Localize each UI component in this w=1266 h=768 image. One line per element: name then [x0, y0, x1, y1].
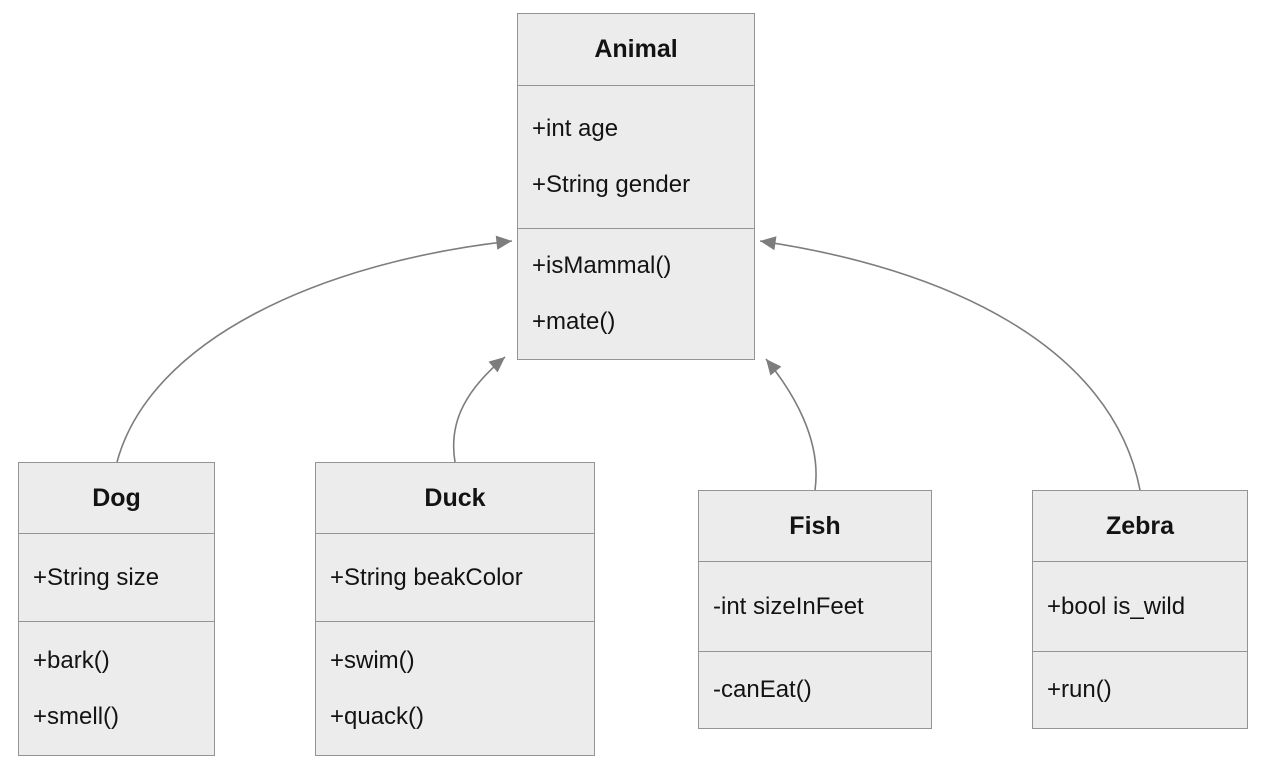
class-methods-section: +swim() +quack()	[316, 621, 594, 755]
class-attribute: +int age	[532, 115, 619, 142]
class-box-zebra: Zebra +bool is_wild +run()	[1032, 490, 1248, 729]
class-method: +isMammal()	[532, 252, 672, 279]
class-method: +run()	[1047, 676, 1112, 703]
class-attributes-section: +String beakColor	[316, 533, 594, 621]
class-attributes-section: -int sizeInFeet	[699, 561, 931, 651]
class-attribute: -int sizeInFeet	[713, 592, 864, 620]
class-box-duck: Duck +String beakColor +swim() +quack()	[315, 462, 595, 756]
class-method: +bark()	[33, 646, 110, 674]
class-attributes-section: +bool is_wild	[1033, 561, 1247, 651]
class-attributes-section: +int age +String gender	[518, 85, 754, 228]
class-attribute: +String gender	[532, 171, 691, 198]
class-attribute: +bool is_wild	[1047, 592, 1186, 620]
inheritance-arrow-zebra-animal	[759, 236, 1141, 491]
class-methods-section: +isMammal() +mate()	[518, 228, 754, 359]
class-methods-section: +bark() +smell()	[19, 621, 214, 755]
class-method: +swim()	[330, 646, 415, 674]
inheritance-arrow-fish-animal	[765, 358, 817, 491]
class-method: +smell()	[33, 702, 120, 730]
class-box-dog: Dog +String size +bark() +smell()	[18, 462, 215, 756]
class-title: Animal	[594, 35, 678, 63]
class-method: +quack()	[330, 702, 425, 730]
class-box-animal: Animal +int age +String gender +isMammal…	[517, 13, 755, 360]
class-title: Dog	[92, 483, 141, 512]
class-method: -canEat()	[713, 676, 812, 703]
class-attribute: +String beakColor	[330, 563, 523, 591]
inheritance-arrow-duck-animal	[452, 356, 506, 463]
class-attributes-section: +String size	[19, 533, 214, 621]
class-attribute: +String size	[33, 563, 160, 591]
class-methods-section: -canEat()	[699, 651, 931, 728]
class-title: Duck	[424, 483, 486, 512]
class-methods-section: +run()	[1033, 651, 1247, 728]
class-title: Fish	[789, 511, 841, 540]
class-method: +mate()	[532, 308, 616, 335]
class-box-fish: Fish -int sizeInFeet -canEat()	[698, 490, 932, 729]
class-title: Zebra	[1105, 511, 1175, 540]
inheritance-arrow-dog-animal	[116, 235, 513, 463]
